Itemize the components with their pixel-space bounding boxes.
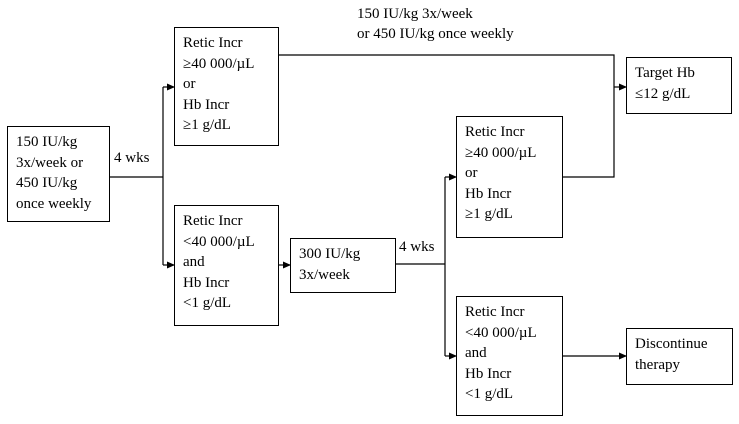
nonresponder-1-line: and <box>183 254 205 270</box>
start-dose-line: once weekly <box>16 195 92 212</box>
wait-label-second: 4 wks <box>399 239 435 255</box>
responder-1-line: Retic Incr <box>183 35 243 51</box>
responder-2-line: ≥1 g/dL <box>465 206 513 222</box>
responder-2-line: or <box>465 165 478 181</box>
continue-dose-label: 150 IU/kg 3x/week or 450 IU/kg once week… <box>357 4 514 44</box>
dose-increase-line: 3x/week <box>299 266 350 283</box>
nonresponder-1-line: <1 g/dL <box>183 295 232 311</box>
start-dose-line: 450 IU/kg <box>16 175 78 191</box>
dose-increase-line: 300 IU/kg <box>299 246 361 262</box>
responder-2-to-target-line <box>563 87 615 178</box>
responder-1-to-target-line <box>279 54 615 87</box>
responder-2-box: Retic Incr ≥40 000/µL or Hb Incr ≥1 g/dL <box>456 116 563 238</box>
start-dose-line: 3x/week or <box>16 154 84 171</box>
responder-1-line: Hb Incr <box>183 96 230 113</box>
discontinue-therapy-line: Discontinue <box>635 336 708 352</box>
discontinue-therapy-box: Discontinue therapy <box>626 328 733 385</box>
nonresponder-2-line: <40 000/µL <box>465 324 537 341</box>
start-dose-line: 150 IU/kg <box>16 134 78 150</box>
nonresponder-1-line: Retic Incr <box>183 213 243 229</box>
continue-dose-line: or 450 IU/kg once weekly <box>357 26 514 42</box>
target-hb-box: Target Hb ≤12 g/dL <box>626 57 732 114</box>
responder-1-line: or <box>183 76 196 92</box>
start-dose-box: 150 IU/kg 3x/week or 450 IU/kg once week… <box>7 126 110 222</box>
nonresponder-1-box: Retic Incr <40 000/µL and Hb Incr <1 g/d… <box>174 205 279 326</box>
discontinue-therapy-line: therapy <box>635 356 680 373</box>
wait-label-first: 4 wks <box>114 150 150 166</box>
nonresponder-2-line: and <box>465 345 487 361</box>
nonresponder-1-line: <40 000/µL <box>183 233 255 250</box>
responder-2-line: Retic Incr <box>465 124 525 140</box>
continue-dose-line: 150 IU/kg 3x/week <box>357 6 473 22</box>
nonresponder-2-line: <1 g/dL <box>465 386 514 402</box>
responder-2-line: ≥40 000/µL <box>465 144 537 161</box>
responder-1-line: ≥40 000/µL <box>183 55 255 72</box>
target-hb-line: ≤12 g/dL <box>635 85 691 102</box>
responder-2-line: Hb Incr <box>465 185 512 202</box>
nonresponder-1-line: Hb Incr <box>183 274 230 291</box>
target-hb-line: Target Hb <box>635 65 695 81</box>
nonresponder-2-box: Retic Incr <40 000/µL and Hb Incr <1 g/d… <box>456 296 563 416</box>
responder-1-line: ≥1 g/dL <box>183 117 231 133</box>
dose-increase-box: 300 IU/kg 3x/week <box>290 238 396 293</box>
nonresponder-2-line: Retic Incr <box>465 304 525 320</box>
responder-1-box: Retic Incr ≥40 000/µL or Hb Incr ≥1 g/dL <box>174 27 279 146</box>
nonresponder-2-line: Hb Incr <box>465 365 512 382</box>
